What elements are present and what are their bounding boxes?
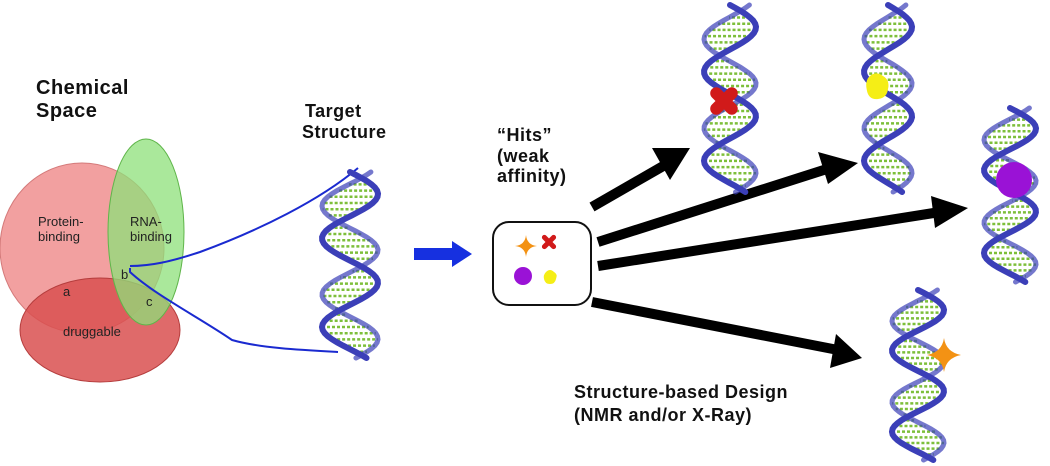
bound-star-ligand-icon [927,338,961,372]
cross-ligand-icon [541,234,557,250]
protein-binding-line-1: Protein- [38,214,84,229]
circle-ligand-icon [514,267,532,285]
blue-arrow [414,241,472,267]
target-structure-line-1: Target [305,101,362,121]
target-structure-line-2: Structure [302,121,387,142]
druggable-label: druggable [63,324,121,339]
hits-line-1: “Hits” [497,125,553,145]
protein-binding-line-2: binding [38,228,80,244]
design-line-2: (NMR and/or X-Ray) [574,405,753,426]
venn-diagram [0,138,185,383]
rna-binding-circle [107,138,185,326]
chemical-space-line-2: Space [36,100,98,122]
black-arrows [589,148,968,368]
protein-binding-label: Protein- binding [38,214,84,245]
hits-box [492,221,592,306]
rna-helices [318,2,1040,463]
region-b-label: b [121,267,129,282]
connector-curve-bottom [129,268,339,353]
rna-helix-icon [860,2,916,195]
rna-helix-icon [888,287,948,463]
hits-line-3: affinity) [497,166,567,187]
chemical-space-line-1: Chemical [36,77,129,99]
rna-binding-line-2: binding [130,228,172,244]
blob-ligand-icon [543,270,557,284]
bound-cross-ligand-icon [710,87,738,115]
rna-binding-line-1: RNA- [130,214,162,229]
hits-label: “Hits” (weak affinity) [497,125,567,187]
bound-blob-ligand-icon [866,73,889,100]
target-structure-label: Target Structure [302,101,387,142]
bound-circle-ligand-icon [996,162,1032,198]
design-label: Structure-based Design (NMR and/or X-Ray… [574,381,788,428]
connector-curve-top [129,167,359,267]
hits-line-2: (weak [497,145,550,166]
design-line-1: Structure-based Design [574,382,789,402]
region-a-label: a [63,284,71,299]
star-ligand-icon [515,235,537,257]
region-c-label: c [146,294,153,309]
rna-helix-icon [318,169,382,361]
rna-binding-label: RNA- binding [130,214,172,245]
chemical-space-label: Chemical Space [36,77,129,123]
